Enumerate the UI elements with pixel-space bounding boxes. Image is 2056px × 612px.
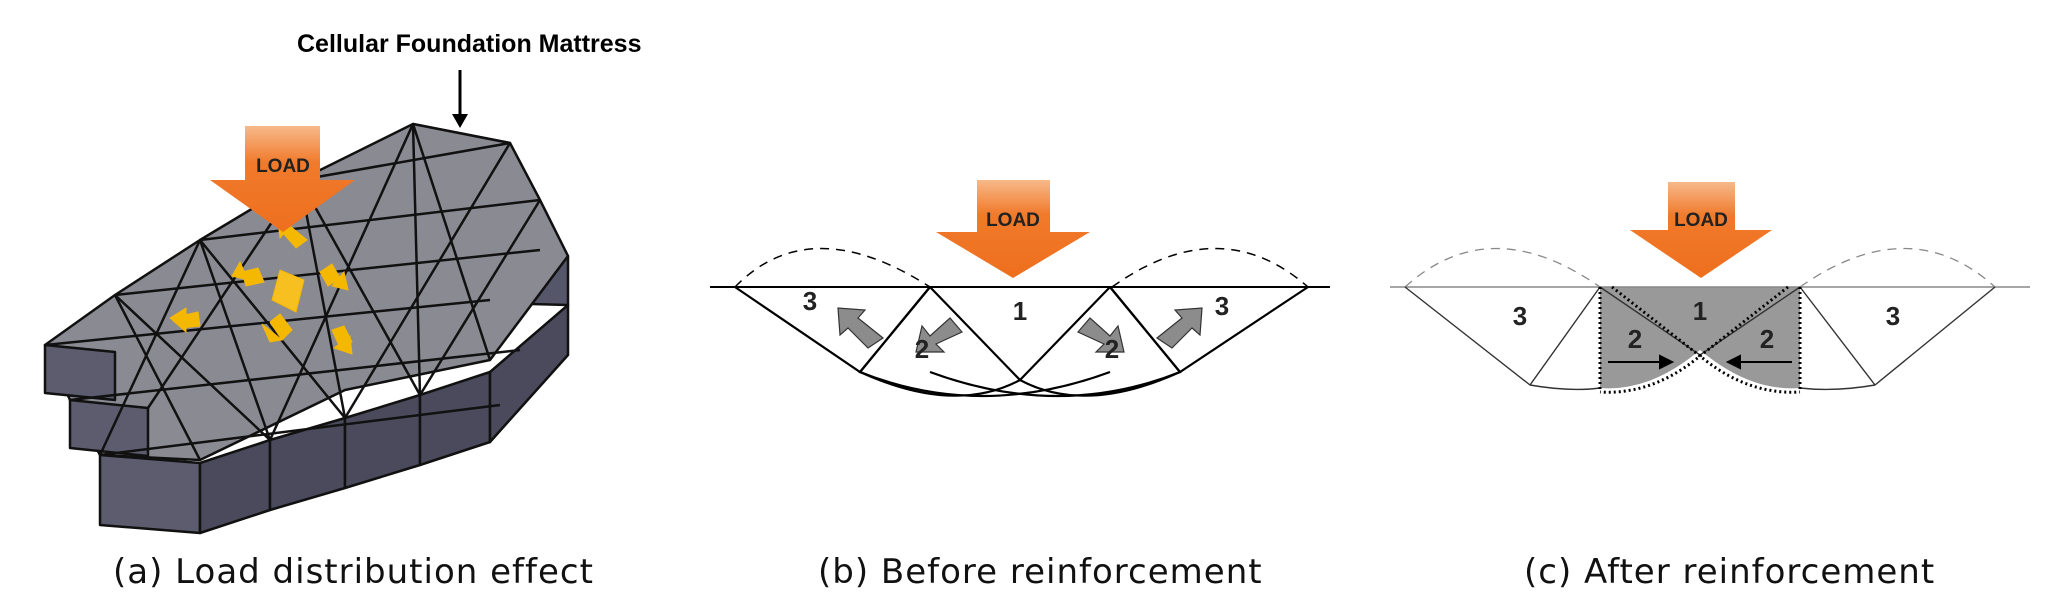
load-label: LOAD: [256, 156, 310, 177]
zone-labels: 3 2 1 2 3: [803, 286, 1229, 364]
load-arrow: [936, 180, 1090, 278]
panel-c: 3 2 1 2 3 LOAD (c) After reinforcement: [1380, 0, 2040, 612]
failure-wedges: [734, 286, 1309, 398]
mattress-diagram: LOAD: [43, 70, 570, 535]
load-label: LOAD: [986, 210, 1040, 231]
caption-b: (b) Before reinforcement: [818, 552, 1263, 592]
inward-arrows: [1608, 354, 1792, 370]
heave-arc-right: [1111, 247, 1309, 288]
panel-b: 3 2 1 2 3 LOAD (b) Before reinforcement: [700, 0, 1340, 612]
zone-label-2-right: 2: [1760, 324, 1774, 354]
mattress-blocks: [43, 122, 570, 535]
zone-label-3-left: 3: [803, 286, 817, 316]
panel-a: Cellular Foundation Mattress: [0, 0, 680, 612]
heave-arc-left: [1404, 247, 1601, 288]
reinforcement-boundaries: [1598, 285, 1802, 394]
zone-label-3-left: 3: [1513, 301, 1527, 331]
heave-arc-left: [734, 247, 931, 288]
caption-c: (c) After reinforcement: [1524, 552, 1936, 592]
zone-label-2-left: 2: [915, 334, 929, 364]
load-arrow: [210, 126, 355, 232]
zone-label-2-right: 2: [1105, 334, 1119, 364]
reinforced-zone: [1600, 287, 1800, 389]
load-arrow: [1630, 182, 1772, 278]
zone-label-3-right: 3: [1886, 301, 1900, 331]
before-reinforcement-diagram: 3 2 1 2 3 LOAD: [710, 180, 1330, 398]
convergence-arrows: [169, 221, 353, 355]
zone-label-1: 1: [1693, 296, 1707, 326]
after-reinforcement-diagram: 3 2 1 2 3 LOAD: [1390, 182, 2030, 394]
zone-arrows: [837, 307, 1203, 353]
caption-a: (a) Load distribution effect: [113, 552, 594, 592]
zone-labels: 3 2 1 2 3: [1513, 296, 1900, 354]
heave-arc-right: [1799, 247, 1996, 288]
callout-label: Cellular Foundation Mattress: [297, 30, 642, 58]
zone-label-2-left: 2: [1628, 324, 1642, 354]
zone-label-3-right: 3: [1215, 291, 1229, 321]
zone-label-1: 1: [1013, 296, 1027, 326]
callout-arrow: [452, 70, 468, 128]
load-label: LOAD: [1674, 210, 1728, 231]
